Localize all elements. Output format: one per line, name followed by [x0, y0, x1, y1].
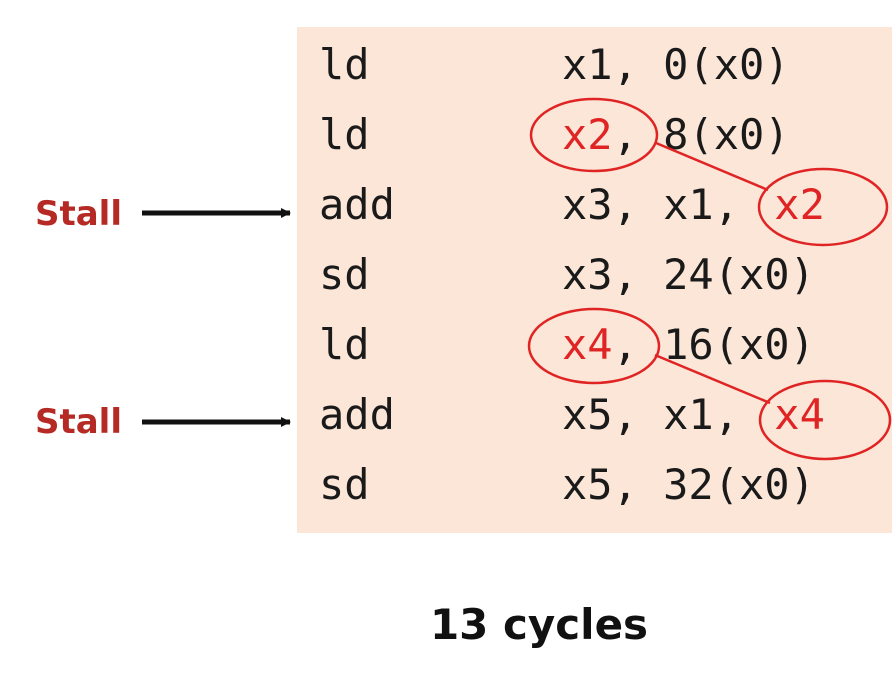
opcode: sd — [319, 250, 370, 299]
opcode: add — [319, 180, 395, 229]
stall-label: Stall — [35, 194, 122, 234]
instruction-row: add x5, x1, x4 — [297, 380, 892, 450]
dependency-register: x2 — [774, 180, 825, 229]
instruction-row: ld x1, 0(x0) — [297, 30, 892, 100]
operand-register: x3 — [562, 250, 613, 299]
dependency-register: x4 — [774, 390, 825, 439]
operands: x3, 24(x0) — [562, 240, 815, 310]
operands: x2, 8(x0) — [562, 100, 790, 170]
operand-register: x1 — [562, 40, 613, 89]
operand-suffix: , 16(x0) — [612, 320, 815, 369]
operand-prefix: x5, x1, — [562, 390, 765, 439]
operand-suffix: , 0(x0) — [612, 40, 790, 89]
operand-suffix: , 24(x0) — [612, 250, 815, 299]
operand-suffix: , 32(x0) — [612, 460, 815, 509]
operands: x5, x1, x4 — [562, 380, 825, 450]
instruction-row: ld x4, 16(x0) — [297, 310, 892, 380]
cycles-label: 13 cycles — [429, 600, 649, 649]
operand-register: x5 — [562, 460, 613, 509]
instruction-row: ld x2, 8(x0) — [297, 100, 892, 170]
instruction-row: sd x5, 32(x0) — [297, 450, 892, 520]
operands: x5, 32(x0) — [562, 450, 815, 520]
operands: x3, x1, x2 — [562, 170, 825, 240]
dependency-register: x2 — [562, 110, 613, 159]
stall-label: Stall — [35, 402, 122, 442]
opcode: ld — [319, 110, 370, 159]
operands: x1, 0(x0) — [562, 30, 790, 100]
operands: x4, 16(x0) — [562, 310, 815, 380]
instruction-row: sd x3, 24(x0) — [297, 240, 892, 310]
opcode: sd — [319, 460, 370, 509]
operand-prefix: x3, x1, — [562, 180, 765, 229]
instruction-row: add x3, x1, x2 — [297, 170, 892, 240]
opcode: ld — [319, 320, 370, 369]
dependency-register: x4 — [562, 320, 613, 369]
opcode: ld — [319, 40, 370, 89]
operand-suffix: , 8(x0) — [612, 110, 790, 159]
opcode: add — [319, 390, 395, 439]
